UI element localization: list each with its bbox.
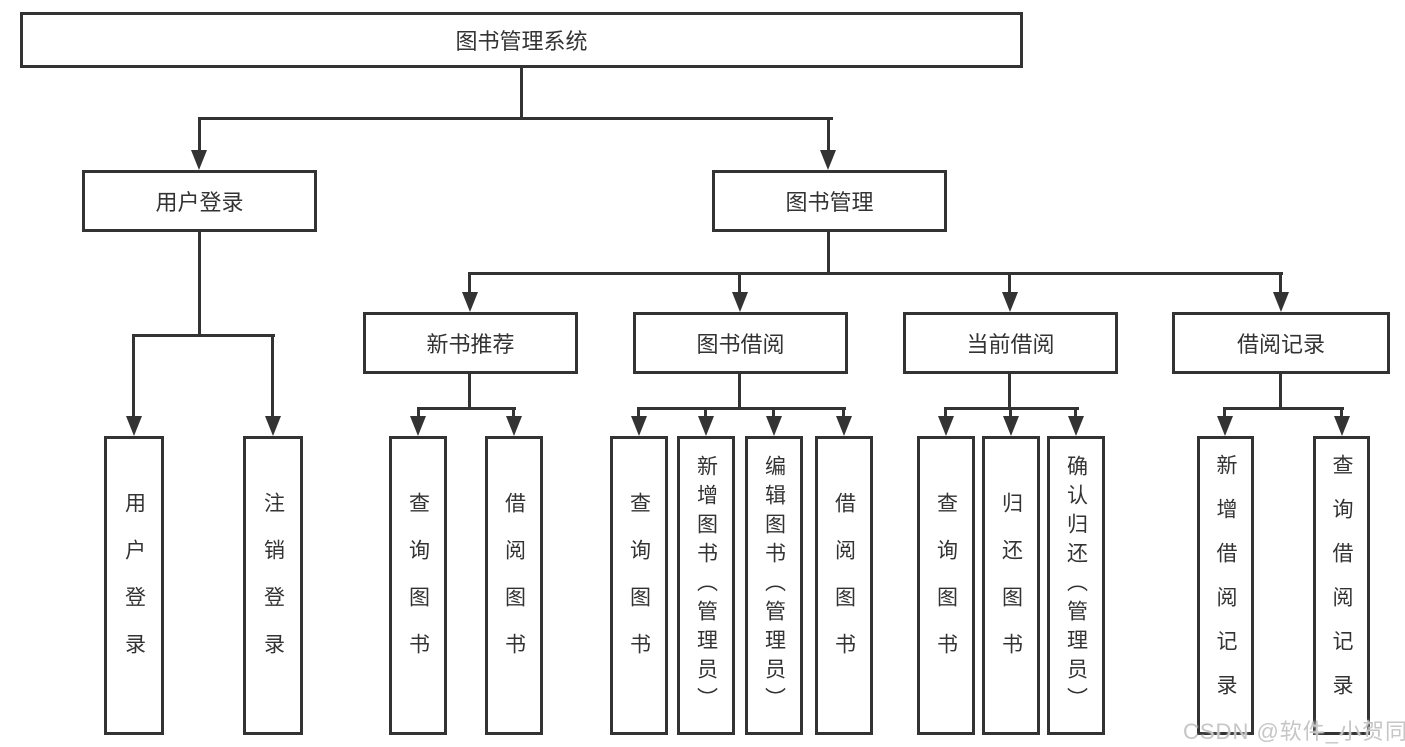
- node-label: 用户登录: [122, 491, 146, 680]
- arrowhead-down-icon: [820, 150, 836, 170]
- connector-line: [520, 66, 523, 120]
- arrowhead-down-icon: [506, 416, 522, 436]
- node-book-management: 图书管理: [712, 170, 947, 232]
- connector-line: [1279, 372, 1282, 409]
- leaf-add-borrow-record: 新增借阅记录: [1197, 436, 1254, 735]
- node-label: 借阅图书: [832, 491, 856, 680]
- connector-line: [842, 407, 845, 420]
- arrowhead-down-icon: [462, 292, 478, 312]
- leaf-logout: 注销登录: [243, 436, 303, 735]
- connector-line: [198, 117, 201, 153]
- node-user-login: 用户登录: [82, 170, 317, 232]
- node-label: 归还图书: [999, 491, 1023, 680]
- arrowhead-down-icon: [1273, 292, 1289, 312]
- arrowhead-down-icon: [1068, 416, 1084, 436]
- leaf-edit-books-admin: 编辑图书（管理员）: [745, 436, 803, 735]
- leaf-return-books: 归还图书: [982, 436, 1040, 735]
- leaf-confirm-return-admin: 确认归还（管理员）: [1047, 436, 1105, 735]
- node-label: 查询图书: [627, 491, 651, 680]
- leaf-borrow-books-recommend: 借阅图书: [485, 436, 543, 735]
- connector-line: [512, 407, 515, 420]
- leaf-query-borrow-record: 查询借阅记录: [1313, 436, 1370, 735]
- node-label: 借阅记录: [1236, 332, 1325, 357]
- csdn-watermark: CSDN @软件_小贺同学: [1183, 719, 1405, 744]
- connector-line: [1008, 272, 1011, 296]
- connector-line: [198, 230, 201, 336]
- arrowhead-down-icon: [126, 416, 142, 436]
- leaf-query-books-current: 查询图书: [917, 436, 975, 735]
- connector-line: [638, 407, 846, 410]
- node-book-borrowing: 图书借阅: [633, 312, 848, 374]
- leaf-add-books-admin: 新增图书（管理员）: [677, 436, 735, 735]
- connector-line: [1223, 407, 1226, 420]
- node-label: 新增借阅记录: [1214, 453, 1237, 718]
- node-label: 借阅图书: [502, 491, 526, 680]
- arrowhead-down-icon: [1002, 292, 1018, 312]
- node-label: 新书推荐: [426, 332, 515, 357]
- node-current-borrowing: 当前借阅: [903, 312, 1118, 374]
- node-label: 当前借阅: [966, 332, 1055, 357]
- arrowhead-down-icon: [732, 292, 748, 312]
- connector-line: [198, 117, 833, 120]
- arrowhead-down-icon: [265, 416, 281, 436]
- arrowhead-down-icon: [698, 416, 714, 436]
- connector-line: [468, 372, 471, 409]
- connector-line: [1008, 372, 1011, 409]
- connector-line: [468, 272, 1283, 275]
- arrowhead-down-icon: [1334, 416, 1350, 436]
- connector-line: [417, 407, 516, 410]
- connector-line: [1074, 407, 1077, 420]
- connector-line: [1224, 407, 1344, 410]
- arrowhead-down-icon: [1217, 416, 1233, 436]
- node-new-book-recommendation: 新书推荐: [363, 312, 578, 374]
- connector-line: [944, 407, 947, 420]
- connector-line: [704, 407, 707, 420]
- node-label: 确认归还（管理员）: [1064, 455, 1088, 716]
- node-label: 用户登录: [155, 190, 244, 215]
- connector-line: [637, 407, 640, 420]
- node-label: 编辑图书（管理员）: [762, 455, 786, 716]
- node-label: 图书借阅: [696, 332, 785, 357]
- arrowhead-down-icon: [1003, 416, 1019, 436]
- leaf-user-login: 用户登录: [104, 436, 164, 735]
- connector-line: [132, 334, 275, 337]
- arrowhead-down-icon: [836, 416, 852, 436]
- node-borrowing-records: 借阅记录: [1172, 312, 1390, 374]
- connector-line: [772, 407, 775, 420]
- arrowhead-down-icon: [766, 416, 782, 436]
- node-label: 新增图书（管理员）: [694, 455, 718, 716]
- node-label: 查询图书: [934, 491, 958, 680]
- arrowhead-down-icon: [631, 416, 647, 436]
- connector-line: [827, 230, 830, 275]
- connector-line: [1340, 407, 1343, 420]
- connector-line: [1009, 407, 1012, 420]
- leaf-query-books-recommend: 查询图书: [389, 436, 447, 735]
- arrowhead-down-icon: [938, 416, 954, 436]
- leaf-query-books-borrow: 查询图书: [610, 436, 668, 735]
- connector-line: [1279, 272, 1282, 296]
- connector-line: [827, 117, 830, 153]
- leaf-borrow-books: 借阅图书: [815, 436, 873, 735]
- arrowhead-down-icon: [191, 150, 207, 170]
- node-label: 图书管理系统: [455, 29, 588, 54]
- connector-line: [417, 407, 420, 420]
- connector-line: [271, 334, 274, 418]
- node-label: 注销登录: [261, 491, 285, 680]
- node-label: 查询借阅记录: [1330, 453, 1353, 718]
- connector-line: [738, 272, 741, 296]
- node-label: 图书管理: [785, 190, 874, 215]
- node-label: 查询图书: [406, 491, 430, 680]
- arrowhead-down-icon: [410, 416, 426, 436]
- connector-line: [132, 334, 135, 418]
- node-library-management-system: 图书管理系统: [20, 12, 1023, 68]
- connector-line: [468, 272, 471, 296]
- connector-line: [738, 372, 741, 409]
